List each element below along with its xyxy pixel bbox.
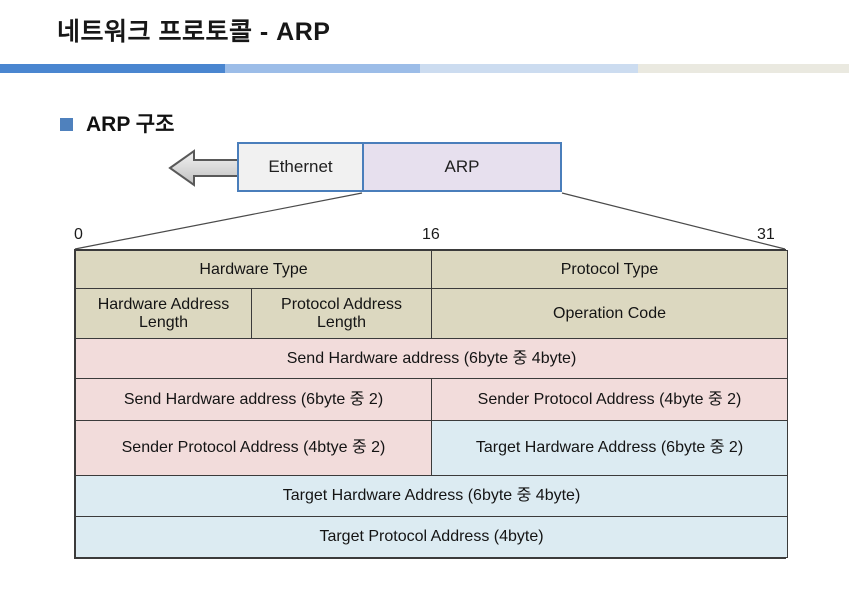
divider-segment-3	[420, 64, 638, 73]
table-cell: Hardware Address Length	[75, 288, 252, 339]
ruler-tick-16: 16	[422, 226, 440, 243]
packet-frame-diagram: Ethernet ARP	[237, 142, 562, 192]
table-cell: Target Hardware Address (6byte 중 4byte)	[74, 475, 789, 517]
section-heading-label: ARP 구조	[86, 113, 175, 136]
ruler-tick-0: 0	[74, 226, 83, 243]
square-bullet-icon	[60, 117, 73, 131]
table-cell: Hardware Type	[74, 250, 433, 289]
packet-cell-ethernet: Ethernet	[239, 144, 364, 190]
table-cell: Target Hardware Address (6byte 중 2)	[431, 420, 789, 476]
title-divider-bar	[0, 64, 849, 73]
table-cell: Protocol Address Length	[250, 288, 433, 339]
section-heading: ARP 구조	[60, 108, 174, 138]
divider-segment-2	[225, 64, 420, 73]
table-row: Send Hardware address (6byte 중 2)Sender …	[74, 378, 789, 421]
table-cell: Operation Code	[431, 288, 789, 339]
packet-cell-arp: ARP	[364, 144, 560, 190]
table-cell: Sender Protocol Address (4btye 중 2)	[74, 420, 433, 476]
table-row: Target Protocol Address (4byte)	[74, 516, 789, 558]
table-row: Send Hardware address (6byte 중 4byte)	[74, 338, 789, 379]
table-cell: Send Hardware address (6byte 중 4byte)	[74, 338, 789, 379]
ruler-tick-31: 31	[757, 226, 775, 243]
table-cell: Sender Protocol Address (4byte 중 2)	[431, 378, 789, 421]
table-row: Sender Protocol Address (4btye 중 2)Targe…	[74, 420, 789, 476]
table-cell: Protocol Type	[431, 250, 789, 289]
table-row: Target Hardware Address (6byte 중 4byte)	[74, 475, 789, 517]
left-arrow-icon	[168, 149, 239, 187]
page-title: 네트워크 프로토콜 - ARP	[57, 18, 331, 46]
table-cell: Target Protocol Address (4byte)	[74, 516, 789, 558]
table-cell: Send Hardware address (6byte 중 2)	[74, 378, 433, 421]
divider-segment-1	[0, 64, 225, 73]
divider-segment-4	[638, 64, 849, 73]
